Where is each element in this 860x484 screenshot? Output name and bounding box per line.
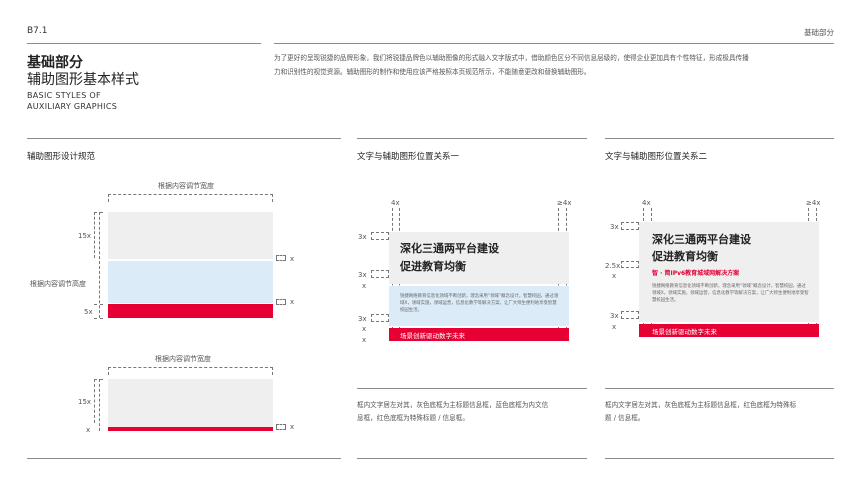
- col2-bottom-rule: [357, 458, 587, 459]
- height-guide-15x-b: [94, 379, 95, 423]
- col1-top-rule: [27, 138, 341, 139]
- page-title-en-2: AUXILIARY GRAPHICS: [27, 102, 118, 111]
- width-label-bottom: 根据内容调节宽度: [155, 355, 211, 363]
- height-guide-15x: [94, 212, 95, 258]
- headline-box-1: [389, 232, 569, 284]
- marker-3x-c: [371, 314, 389, 322]
- label-ge4x-right: ≥4x: [557, 199, 572, 207]
- col3-title: 文字与辅助图形位置关系二: [605, 152, 708, 162]
- page-title-en-1: BASIC STYLES OF: [27, 91, 101, 100]
- banner-box-1: [389, 328, 569, 341]
- marker-25x: [621, 261, 639, 268]
- height-guide-15x-top: [94, 212, 103, 213]
- width-bracket-bottom: [108, 367, 273, 375]
- header-rule-left: [27, 43, 261, 44]
- label-x-c2a: x: [362, 282, 367, 290]
- label-15x: 15x: [78, 232, 92, 240]
- label-15x-b: 15x: [78, 398, 92, 406]
- banner-text-2: 场景创新驱动数字未来: [652, 328, 717, 336]
- headline-2a: 深化三通两平台建设: [652, 233, 751, 246]
- headline-box-2: [639, 222, 819, 322]
- marker-3x-d: [621, 222, 639, 230]
- title-box: [108, 212, 273, 259]
- guide-5x: [94, 304, 103, 305]
- guide-5x-bottom: [94, 318, 103, 319]
- marker-3x-a: [371, 232, 389, 240]
- headline-1a: 深化三通两平台建设: [400, 242, 499, 255]
- col2-title: 文字与辅助图形位置关系一: [357, 152, 460, 162]
- col3-top-rule: [605, 138, 834, 139]
- banner-box-2: [639, 324, 819, 337]
- col2-mid-rule: [357, 388, 587, 389]
- col1-title: 辅助图形设计规范: [27, 152, 96, 162]
- body-text-2: 锐捷网络教育信息化领域不断创新，理念采用“领域”概念设计，智慧校园，通过领域X，…: [652, 284, 809, 303]
- marker-3x-b: [371, 270, 389, 278]
- height-guide-15x-b-top: [94, 379, 103, 380]
- label-x-3: x: [86, 426, 91, 434]
- page-title-1: 基础部分: [27, 55, 83, 71]
- label-x-c3b: x: [612, 323, 617, 331]
- banner-text-1: 场景创新驱动数字未来: [400, 332, 465, 340]
- label-x-4: x: [290, 423, 295, 431]
- width-label-top: 根据内容调节宽度: [158, 182, 214, 190]
- title-box-b: [108, 379, 273, 427]
- col2-desc-2: 息框，红色底框为特殊标题 / 信息框。: [357, 414, 469, 422]
- header-rule-right: [274, 43, 834, 44]
- label-3x-a: 3x: [358, 233, 367, 241]
- col2-top-rule: [357, 138, 587, 139]
- label-x-c2b: x: [362, 325, 367, 333]
- headline-1b: 促进教育均衡: [400, 260, 466, 273]
- intro-line-1: 为了更好的呈现锐捷的品牌形象，我们将锐捷品牌色以辅助图像的形式融入文字版式中，借…: [274, 54, 749, 62]
- body-text-1: 锐捷网络教育信息化领域不断创新，理念采用“领域”概念设计，智慧校园，通过领域X，…: [400, 294, 559, 313]
- col1-bottom-rule: [27, 458, 341, 459]
- gap-marker-2: [276, 299, 286, 305]
- body-box: [108, 261, 273, 303]
- gap-marker-1: [276, 255, 286, 261]
- label-25x: 2.5x: [605, 262, 621, 270]
- col3-desc-2: 题 / 信息框。: [605, 414, 645, 422]
- marker-3x-e: [621, 311, 639, 319]
- label-ge4x-right-c3: ≥4x: [806, 199, 821, 207]
- label-x-1: x: [290, 255, 295, 263]
- col2-desc-1: 框内文字居左对其，灰色底框为主标题信息框，蓝色底框为内文信: [357, 401, 549, 409]
- label-x-c3a: x: [612, 272, 617, 280]
- col3-bottom-rule: [605, 458, 834, 459]
- label-x-c2c: x: [362, 336, 367, 344]
- page-code: B7.1: [27, 26, 48, 36]
- label-4x-left-c3: 4x: [642, 199, 651, 207]
- label-3x-b: 3x: [358, 271, 367, 279]
- height-guide-main: [99, 212, 100, 318]
- height-label: 根据内容调节高度: [30, 280, 86, 288]
- label-x-2: x: [290, 298, 295, 306]
- label-3x-d: 3x: [610, 223, 619, 231]
- headline-2b: 促进教育均衡: [652, 250, 718, 263]
- body-box-1: [389, 286, 569, 326]
- label-3x-e: 3x: [610, 312, 619, 320]
- intro-line-2: 力和识别性的视觉资源。辅助图形的制作和使用应该严格按照本页规范所示，不能随意更改…: [274, 68, 591, 76]
- gap-marker-3: [276, 424, 286, 430]
- col3-desc-1: 框内文字居左对其，灰色底框为主标题信息框，红色底框为特殊标: [605, 401, 797, 409]
- page-title-2: 辅助图形基本样式: [27, 72, 139, 88]
- col3-mid-rule: [605, 388, 834, 389]
- special-box: [108, 304, 273, 318]
- width-bracket-top: [108, 194, 273, 202]
- label-5x: 5x: [84, 308, 93, 316]
- special-line-b: [108, 427, 273, 431]
- section-name: 基础部分: [804, 28, 834, 37]
- label-4x-left: 4x: [391, 199, 400, 207]
- label-3x-c: 3x: [358, 315, 367, 323]
- height-guide-main-b: [99, 379, 100, 431]
- subheadline-2: 智 · 简IPv6教育城域网解决方案: [652, 270, 740, 277]
